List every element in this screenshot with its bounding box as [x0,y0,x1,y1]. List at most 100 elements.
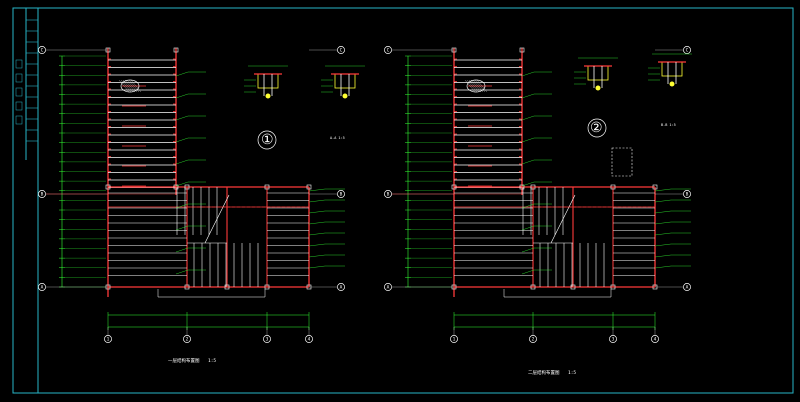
section-details [244,53,692,177]
axis-row-A-left-text: A [41,285,44,291]
axis-col-4-circle [305,335,313,343]
annotation-leader [308,265,326,269]
axis-row-C-right-circle [337,46,345,54]
axis-col-2-text: 2 [186,337,189,343]
axis-row-A-right-circle [337,283,345,291]
axis-col-3-text: 3 [266,337,269,343]
axis-row-A-right-text: A [340,285,343,291]
axis-row-B-left-text: B [41,192,44,198]
axis-col-3-text: 3 [612,337,615,343]
hatch-line [122,79,134,93]
column-marker [530,184,536,190]
hatch-line [474,79,486,93]
left-plan-caption-scale: 1:5 [208,358,216,364]
hatched-opening [120,79,140,93]
detail-plate [257,73,279,89]
annotation-leader [308,188,326,192]
axis-col-3-circle [609,335,617,343]
hatched-opening [466,79,486,93]
detail-tag-circle [257,130,277,150]
annotation-leader [175,203,189,209]
annotation-leader [521,247,535,253]
annotation-leader [175,159,189,165]
detail-bolt [342,93,348,99]
right-detail-tag: ② [590,120,603,136]
hatch-line [468,79,480,93]
annotation-leader [521,225,535,231]
column-marker [173,47,179,53]
annotation-leader [175,269,189,275]
axis-col-2-circle [183,335,191,343]
annotation-leader [175,137,189,143]
axis-row-A-left-text: A [387,285,390,291]
annotation-leader [308,243,326,247]
annotation-leader [654,265,672,269]
column-marker [652,184,658,190]
axis-row-B-left-circle [384,190,392,198]
annotation-leader [521,71,535,77]
title-strip-box [15,73,23,83]
axis-col-1-circle [104,335,112,343]
detail-bolt [669,81,675,87]
axis-row-C-left-text: C [387,48,390,54]
hatch-line [466,79,478,93]
annotation-leader [521,137,535,143]
opening-outline [611,147,633,177]
column-marker [451,184,457,190]
span-bracket [157,289,266,298]
axis-row-A-left-circle [384,283,392,291]
hatch-line [130,79,142,93]
detail-bolt [265,93,271,99]
axis-col-4-text: 4 [654,337,657,343]
column-marker [173,184,179,190]
annotation-leader [521,181,535,187]
hatch-line [470,79,482,93]
annotation-leader [175,71,189,77]
annotation-leader [308,221,326,225]
annotation-leader [654,254,672,258]
annotation-leader [521,203,535,209]
hatch-line [128,79,140,93]
axis-col-4-text: 4 [308,337,311,343]
axis-row-B-left-circle [38,190,46,198]
axis-row-B-right-circle [683,190,691,198]
annotation-leader [654,221,672,225]
annotation-leader [308,199,326,203]
hatch-line [472,79,484,93]
hatch-line [124,79,136,93]
detail-plate [587,65,609,81]
title-strip-box [15,115,23,125]
column-marker [570,284,576,290]
detail-plate [334,73,356,89]
annotation-leader [654,199,672,203]
annotation-leader [308,232,326,236]
break-line [204,194,230,244]
detail-bolt [595,85,601,91]
hatch-line [126,79,138,93]
hatch-line [118,79,130,93]
annotation-leader [308,254,326,258]
right-plan-caption-scale: 1:5 [568,370,576,376]
axis-row-C-right-text: C [686,48,689,54]
right-plan-caption: 二层结构布置图 [528,369,560,376]
axis-col-4-circle [651,335,659,343]
axis-row-B-right-circle [337,190,345,198]
annotation-leader [521,93,535,99]
title-strip-box [15,87,23,97]
column-marker [184,284,190,290]
axis-col-1-text: 1 [453,337,456,343]
drawing-frame [12,7,794,394]
axis-row-A-left-circle [38,283,46,291]
annotation-leader [654,243,672,247]
column-marker [184,184,190,190]
hatch-line [120,79,132,93]
annotation-leader [308,210,326,214]
column-marker [610,284,616,290]
axis-row-A-right-text: A [686,285,689,291]
column-marker [105,184,111,190]
axis-row-B-left-text: B [387,192,390,198]
column-marker [519,47,525,53]
